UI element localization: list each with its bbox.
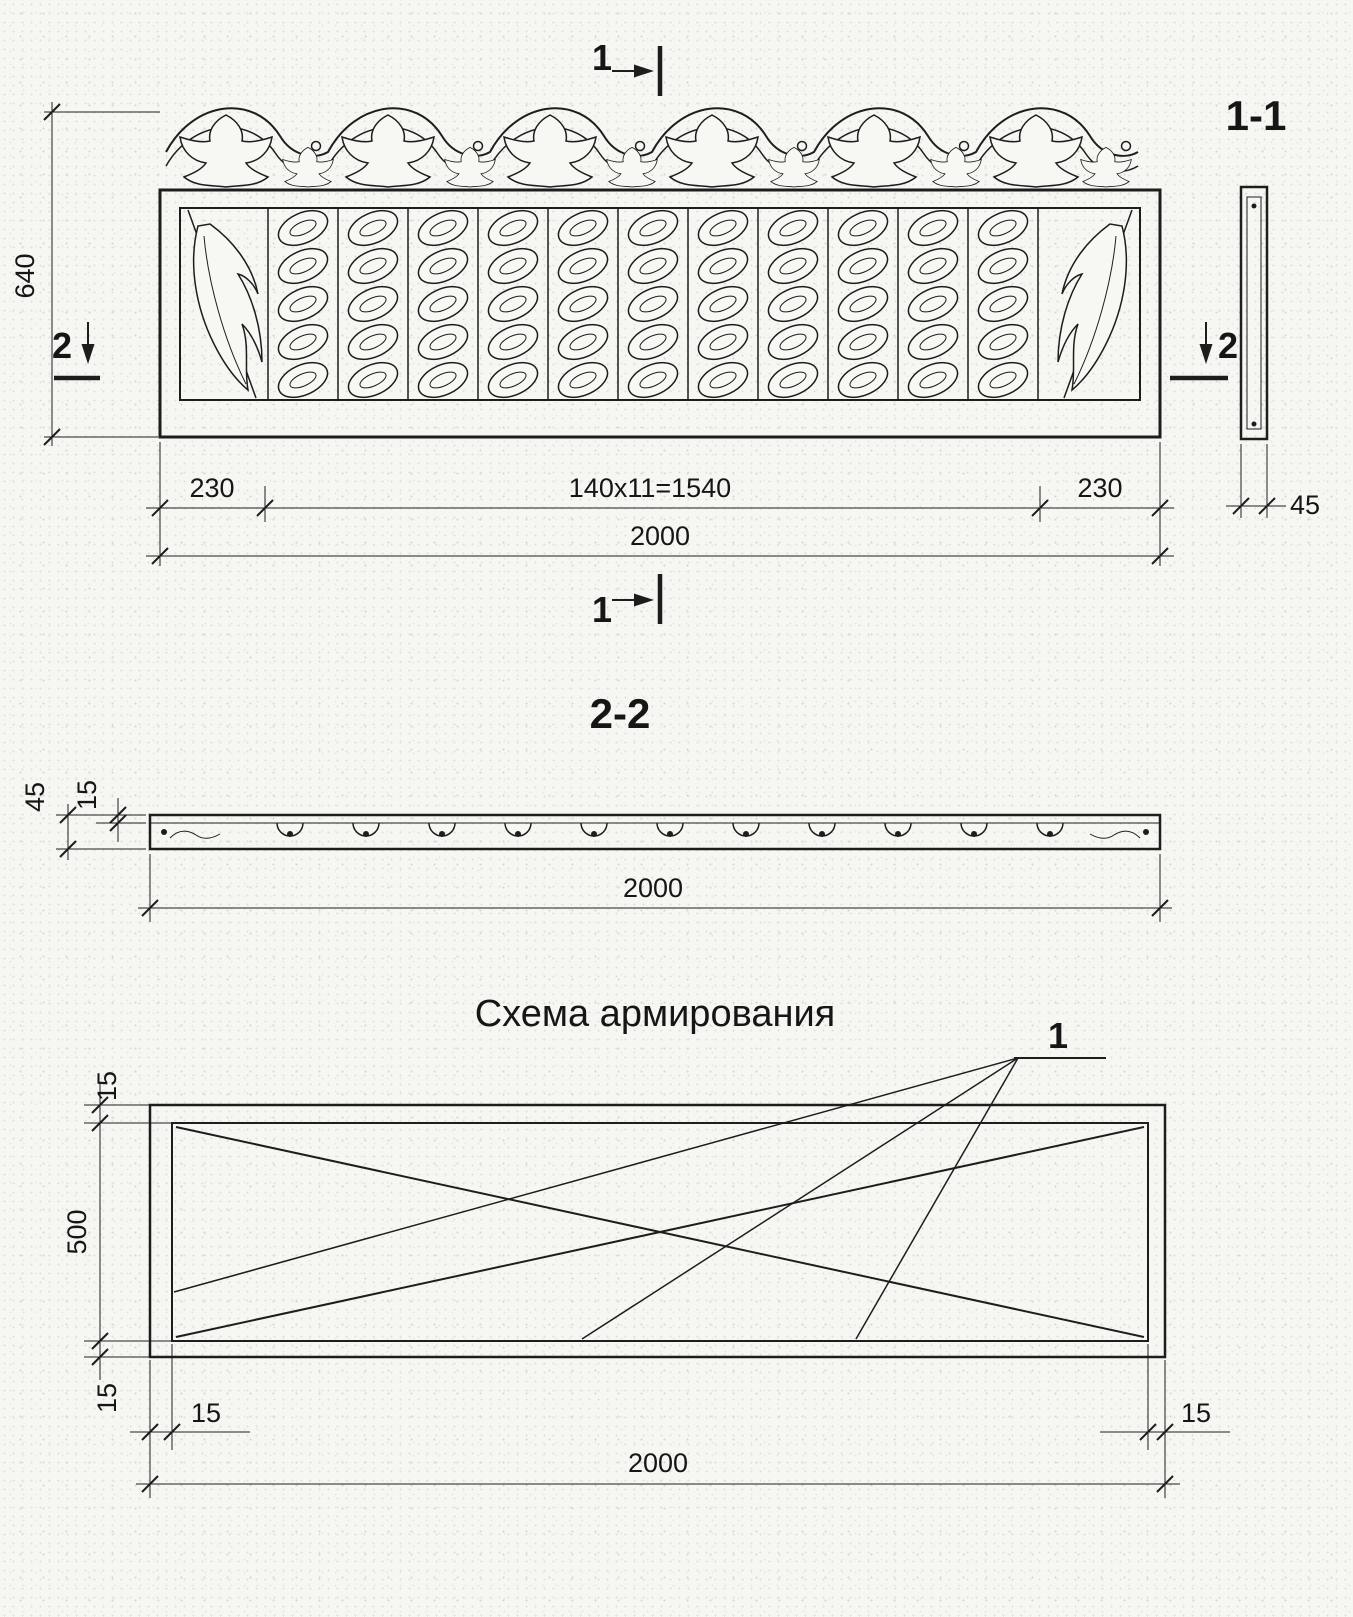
reinforcement-title: Схема армирования: [475, 993, 836, 1035]
dim-bottom-reinforcement: 15 15 2000: [130, 1344, 1230, 1498]
palmette-leaf: [179, 114, 273, 188]
corner-leaf-left: [192, 223, 263, 391]
dim-15-top-label: 15: [92, 1071, 122, 1101]
section-mark-1-bottom: 1: [592, 574, 663, 630]
dim-chain-elevation: 230 140x11=1540 230 2000: [146, 442, 1174, 566]
section-2-2-title: 2-2: [590, 690, 651, 737]
section-1-1-view: 1-1 45: [1226, 92, 1320, 520]
elevation-view: 1 1 2 2 640: [10, 37, 1238, 630]
rebar-leader-label: 1: [1048, 1015, 1068, 1056]
slab-scallops: [161, 822, 1149, 839]
rope-baluster: [972, 202, 1034, 406]
dim-45-15-section22: 45 15: [20, 780, 146, 860]
rope-balusters: [267, 202, 1039, 406]
dim-45-label: 45: [1290, 490, 1320, 520]
rope-baluster: [692, 202, 754, 406]
dim-640: 640: [10, 102, 160, 446]
section-mark-2-left: 2: [52, 322, 100, 381]
rope-baluster: [412, 202, 474, 406]
dim-15-bottom-label: 15: [92, 1383, 122, 1413]
dim-15-left-label: 15: [191, 1398, 221, 1428]
corner-leaf-right: [1057, 223, 1128, 391]
rope-baluster: [902, 202, 964, 406]
dim-2000-section22-label: 2000: [623, 873, 683, 903]
dim-left-reinforcement: 15 500 15: [62, 1071, 172, 1413]
section-mark-2-left-label: 2: [52, 325, 72, 366]
crest-ornament: [165, 107, 1139, 188]
palmette-leaf: [989, 114, 1083, 188]
section-mark-2-right: 2: [1170, 322, 1238, 381]
dim-2000-section22: 2000: [138, 854, 1172, 922]
rope-baluster: [762, 202, 824, 406]
dim-500-label: 500: [62, 1209, 92, 1254]
section-2-2-view: 2-2 45 15: [20, 690, 1172, 922]
rope-baluster: [622, 202, 684, 406]
rope-baluster: [832, 202, 894, 406]
rope-baluster: [342, 202, 404, 406]
section-1-1-title: 1-1: [1226, 92, 1287, 139]
dim-45-section11: 45: [1226, 444, 1320, 520]
dim-15-section22-label: 15: [72, 780, 102, 810]
rebar-lines: [175, 1126, 1145, 1338]
dim-15-right-label: 15: [1181, 1398, 1211, 1428]
rope-baluster: [552, 202, 614, 406]
dim-45-section22-label: 45: [20, 782, 50, 812]
section-mark-1-bottom-label: 1: [592, 589, 612, 630]
dim-modules-label: 140x11=1540: [569, 473, 731, 503]
palmette-leaf: [665, 114, 759, 188]
palmette-leaf: [827, 114, 921, 188]
rope-baluster: [482, 202, 544, 406]
palmette-leaf: [341, 114, 435, 188]
dim-640-label: 640: [10, 253, 40, 298]
rebar-leader: 1: [173, 1015, 1106, 1340]
dim-2000-elevation-label: 2000: [630, 521, 690, 551]
palmette-leaf-small: [1080, 146, 1132, 188]
palmette-leaf: [503, 114, 597, 188]
dim-230-right-label: 230: [1077, 473, 1122, 503]
section-mark-1-top-label: 1: [592, 37, 612, 78]
section-mark-1-top: 1: [592, 37, 663, 96]
rope-baluster: [272, 202, 334, 406]
dim-230-left-label: 230: [189, 473, 234, 503]
reinforcement-scheme: Схема армирования 1 15 500 15: [62, 993, 1230, 1498]
section-mark-2-right-label: 2: [1218, 325, 1238, 366]
dim-2000-reinforcement-label: 2000: [628, 1448, 688, 1478]
